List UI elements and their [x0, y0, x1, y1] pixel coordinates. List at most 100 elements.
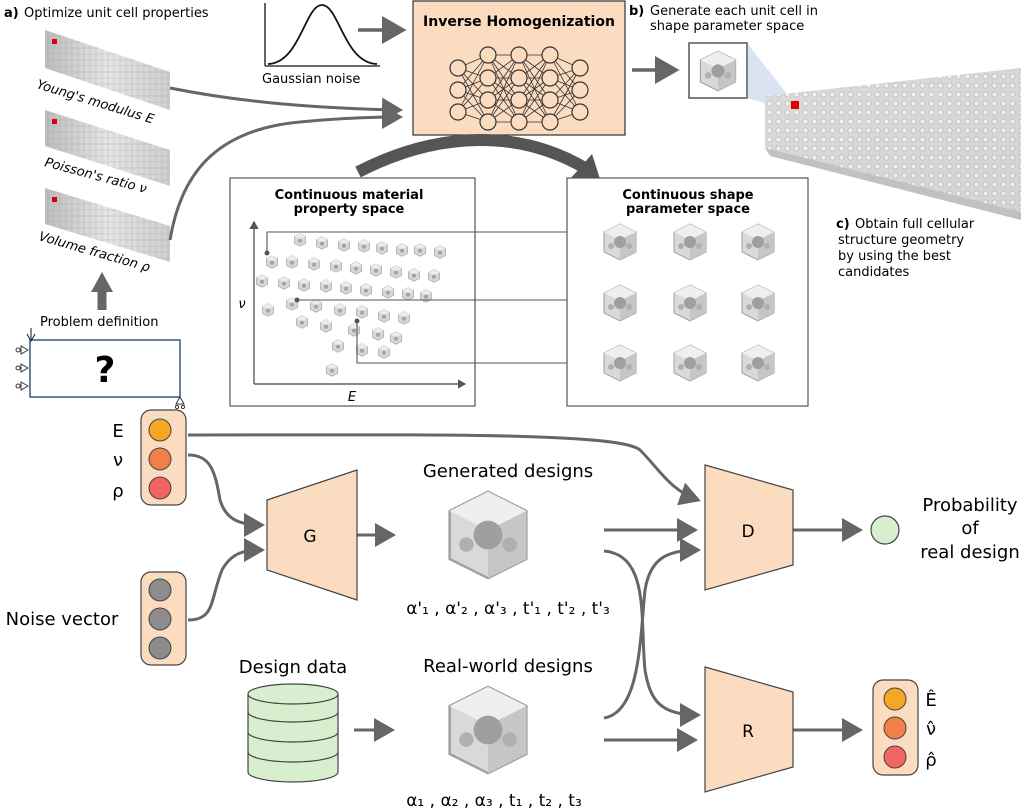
gaussian-curve [267, 4, 378, 65]
panel-a-title: Optimize unit cell properties [24, 6, 209, 21]
x-axis-label: E [348, 390, 357, 405]
shape-cell-icon [741, 344, 775, 382]
problem-definition-label: Problem definition [40, 315, 158, 330]
scatter-cell-icon [356, 305, 368, 319]
panel-c: c) Obtain full cellular structure geomet… [836, 217, 975, 280]
shape-cell-icon [673, 284, 707, 322]
nn-node [571, 59, 589, 77]
scatter-cell-icon [434, 245, 446, 259]
scatter-cell-icon [348, 323, 360, 337]
scatter-cell-icon [396, 243, 408, 257]
discriminator-block: D [704, 464, 794, 591]
panel-b: b) Generate each unit cell in shape para… [629, 4, 818, 112]
nn-edge [549, 67, 581, 123]
output-label-rho: ρ̂ [925, 750, 936, 771]
generated-design-icon [448, 490, 528, 580]
generator-block: G [266, 469, 358, 601]
scatter-cell-icon [330, 259, 342, 273]
scatter-cell-icon [378, 345, 390, 359]
nn-node [510, 69, 528, 87]
e-to-ih-arrow [169, 86, 403, 122]
scatter-cell-icon [334, 303, 346, 317]
property-space-title-1: Continuous material [275, 188, 424, 203]
scatter-cell-icon [340, 281, 352, 295]
problem-definition-box: ? [15, 328, 186, 410]
property-to-shape-arrow [355, 134, 589, 178]
nn-node [479, 46, 497, 64]
shape-grid [603, 223, 775, 382]
discriminator-label: D [741, 522, 754, 542]
nn-node [449, 81, 467, 99]
input-node-rho [148, 476, 172, 500]
scatter-cell-icon [356, 343, 368, 357]
shape-cell-icon [673, 223, 707, 261]
panel-b-letter: b) [629, 4, 644, 19]
scatter-cell-icon [310, 299, 322, 313]
panel-a-letter: a) [4, 6, 19, 21]
generator-label: G [303, 527, 316, 547]
cellular-structure [765, 68, 1021, 220]
nn-node [510, 113, 528, 131]
scatter-cell-icon [262, 303, 274, 317]
property-input-column: E ν ρ [112, 409, 187, 506]
generated-params: α'₁ , α'₂ , α'₃ , t'₁ , t'₂ , t'₃ [406, 599, 610, 619]
output-label-nu: ν̂ [926, 719, 936, 740]
volume-fraction-grid [45, 188, 170, 262]
shape-cell-icon [741, 284, 775, 322]
database-icon [247, 683, 339, 783]
panel-c-line-1: Obtain full cellular [855, 217, 975, 232]
noise-node [148, 636, 172, 660]
scatter-cell-icon [256, 274, 268, 288]
scatter-cell-icon [398, 311, 410, 325]
scatter-cell-icon [316, 236, 328, 250]
scatter-cell-icon [278, 276, 290, 290]
output-node-e [883, 687, 907, 711]
scatter-cell-icon [390, 331, 402, 345]
scatter-cell-icon [360, 283, 372, 297]
noise-node [148, 607, 172, 631]
panel-c-line-3: by using the best [838, 249, 951, 264]
inverse-homogenization-box: Inverse Homogenization [412, 0, 626, 136]
nn-edge [457, 54, 489, 113]
noise-vector-column: Noise vector [6, 571, 187, 666]
shape-space-title-2: parameter space [626, 202, 750, 217]
panel-c-line-2: structure geometry [838, 233, 964, 248]
highlight-cell [52, 39, 57, 44]
scatter-cell-icon [382, 285, 394, 299]
gaussian-noise-plot: Gaussian noise [262, 3, 380, 87]
rho-to-ih-arrow [168, 105, 403, 241]
poissons-ratio-grid [45, 110, 170, 186]
scatter-cell-icon [308, 257, 320, 271]
gaussian-noise-label: Gaussian noise [262, 72, 360, 87]
highlight-cell [791, 101, 799, 109]
nn-node [510, 46, 528, 64]
scatter-cell-icon [332, 339, 344, 353]
nn-edge [518, 54, 551, 101]
shape-cell-icon [673, 344, 707, 382]
nn-node [449, 103, 467, 121]
probability-output: Probability of real design [870, 495, 1020, 563]
highlight-cell [52, 119, 57, 124]
nn-node [541, 91, 559, 109]
probability-line-1: Probability [922, 495, 1017, 516]
output-label-e: Ê [925, 689, 936, 711]
scatter-cell-icon [414, 243, 426, 257]
gan-arrows [187, 433, 863, 752]
nn-edge [487, 54, 520, 123]
shape-cell-icon [603, 284, 637, 322]
scatter-cell-icon [338, 238, 350, 252]
nn-node [479, 69, 497, 87]
nn-edge [518, 54, 551, 123]
generated-designs: Generated designs α'₁ , α'₂ , α'₃ , t'₁ … [406, 461, 610, 619]
output-node-rho [883, 745, 907, 769]
unit-cell-icon [699, 50, 737, 92]
shape-space-box: Continuous shape parameter space [566, 177, 809, 407]
scatter-cell-icon [294, 233, 306, 247]
shape-space-title-1: Continuous shape [622, 188, 753, 203]
nn-node [541, 113, 559, 131]
scatter-cell-icon [376, 241, 388, 255]
property-shape-connectors [264, 227, 592, 368]
scatter-cell-icon [266, 255, 278, 269]
neural-network-icon [449, 46, 589, 131]
